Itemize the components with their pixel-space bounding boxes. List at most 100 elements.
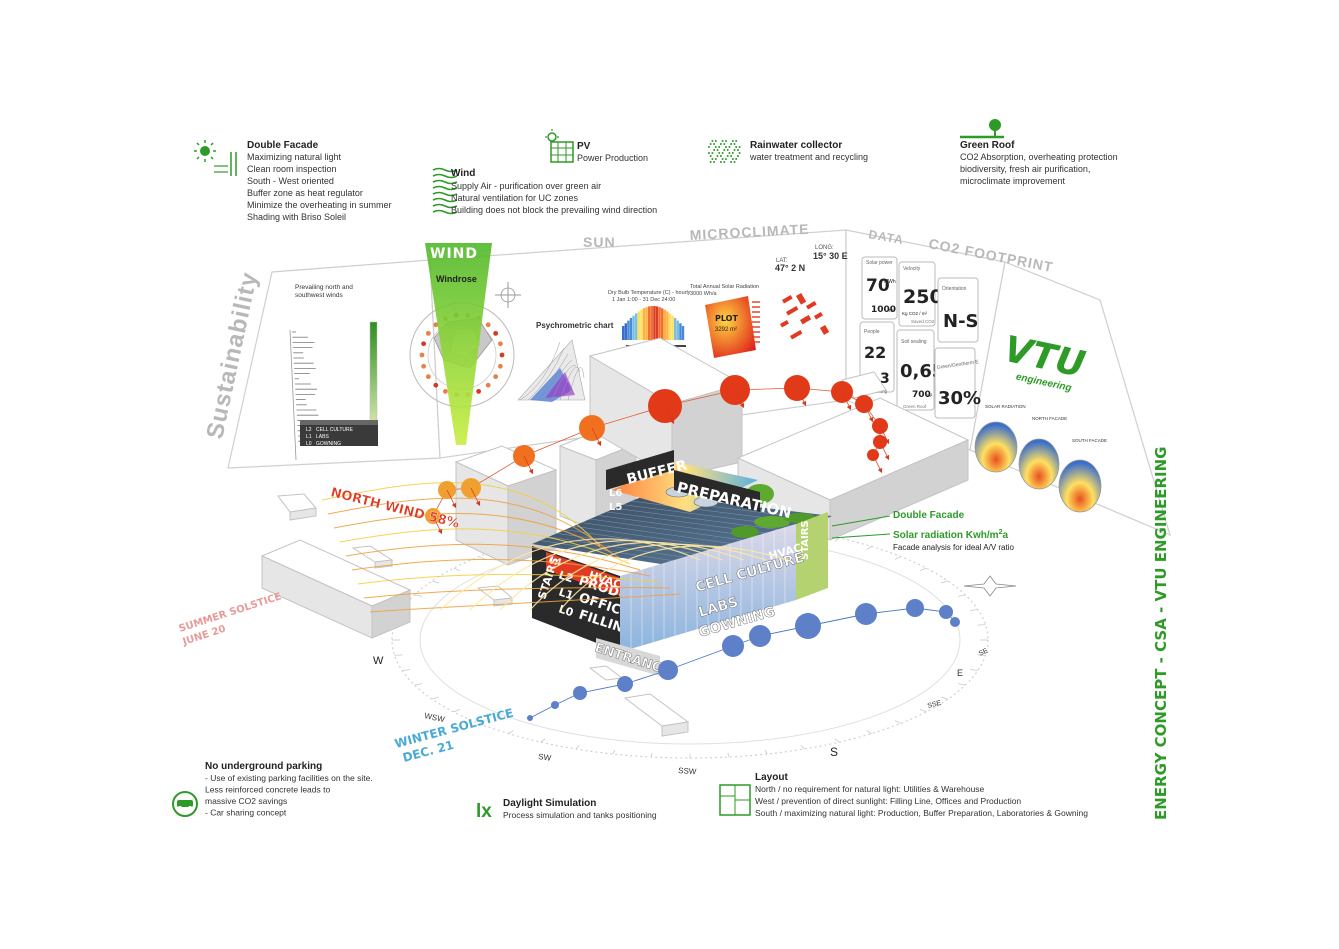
windrose-dot [485, 322, 491, 328]
windrose-dot [419, 352, 425, 358]
ring-tick [941, 696, 949, 700]
ring-tick [977, 654, 986, 656]
legend-line: Buffer zone as heat regulator [247, 188, 363, 198]
callout-solar-radiation-sup: 2 [999, 529, 1003, 536]
dry-bulb-bar [632, 315, 635, 340]
rain-dot [721, 158, 724, 160]
dry-bulb-bar [658, 307, 661, 340]
rain-dot [736, 155, 739, 157]
card-value: N-S [943, 311, 979, 332]
winter-sun-position [527, 715, 533, 721]
windrose-dot [421, 363, 427, 369]
ring-tick [919, 709, 927, 713]
wind-flow-line [357, 573, 661, 585]
wind-arc [499, 541, 745, 611]
dry-bulb-bar [622, 326, 625, 340]
dry-bulb-bar [648, 306, 651, 340]
psychrometric-chart: Psychrometric chart [517, 321, 614, 402]
rain-dot [728, 146, 731, 148]
sun-ray-arrow [470, 487, 481, 507]
site-block [786, 306, 799, 316]
callout-solar-radiation: Solar radiation Kwh/m2a [893, 529, 1008, 541]
entrance-plinth [596, 638, 660, 676]
car-sharing-icon [172, 791, 198, 817]
callout-solar-radiation-suffix: a [1002, 530, 1008, 541]
dry-bulb-bar [645, 307, 648, 340]
sun-ray-arrow [879, 425, 890, 445]
compass-e: E [957, 668, 963, 678]
summer-sun-path [425, 375, 890, 535]
ring-tick [431, 580, 439, 584]
card-label: Solar power [866, 260, 893, 266]
legend-title: Wind [451, 168, 475, 179]
legend-title: Layout [755, 772, 788, 783]
legend-pv: PV Power Production [577, 141, 648, 163]
psychrometric-label: Psychrometric chart [536, 321, 614, 330]
rain-dot [733, 161, 736, 163]
rain-dot [726, 155, 729, 157]
level-label: L5 [609, 502, 622, 513]
prep-sign-back [674, 470, 760, 512]
mini-level: L2 [306, 427, 312, 433]
rain-dot [735, 140, 738, 142]
windrose-label: Windrose [436, 274, 477, 284]
rain-dot [708, 146, 710, 148]
windrose-dot [499, 352, 505, 358]
dry-bulb-bar [671, 315, 674, 340]
wind-flow-line [369, 593, 681, 613]
rain-dot [735, 158, 738, 160]
legend-line: CO2 Absorption, overheating protection [960, 152, 1118, 162]
card-unit-2: m² [927, 393, 933, 398]
rain-dot [730, 155, 733, 157]
sun-ray-arrow [872, 454, 883, 474]
winter-solstice-line-1: WINTER SOLSTICE [393, 706, 515, 751]
rain-dot [738, 146, 741, 148]
sun-ray-arrow [664, 405, 675, 425]
rain-dot [723, 143, 726, 145]
site-block [781, 295, 793, 304]
callout-double-facade: Double Facade [893, 510, 965, 521]
legend-line: Minimize the overheating in summer [247, 200, 392, 210]
winter-sun-position [950, 617, 960, 627]
rain-dot [726, 149, 729, 151]
legend-line: water treatment and recycling [749, 152, 868, 162]
windrose-dot [425, 330, 431, 336]
legend-line: West / prevention of direct sunlight: Fi… [755, 796, 1021, 806]
windrose-dot [493, 330, 499, 336]
ring-tick [957, 683, 966, 686]
rain-dot [733, 143, 736, 145]
pv-row-line [589, 518, 773, 545]
stairs-east-label: STAIRS [800, 520, 811, 560]
ring-tick [764, 749, 768, 755]
legend-title: Daylight Simulation [503, 798, 596, 809]
facade-callouts: Double Facade Solar radiation Kwh/m2a Fa… [831, 510, 1015, 552]
ring-tick [894, 720, 901, 724]
card-label: People [864, 329, 880, 335]
dry-bulb-bar [663, 309, 666, 340]
card-value: 0,65 [900, 361, 944, 382]
card-unit: MWh [884, 279, 896, 285]
dry-bulb-bar [637, 311, 640, 340]
ring-tick [957, 594, 966, 597]
compass-labels: W WSW SW SSW S SSE SE E [373, 647, 990, 776]
prevailing-winds-chart: Prevailing north and southwest winds L2 … [289, 284, 378, 461]
ring-tick [866, 546, 872, 550]
rain-dot [713, 143, 716, 145]
mini-row: LABS [316, 434, 329, 440]
wind-icon [432, 167, 458, 215]
dry-bulb-line-2: 1 Jan 1:00 - 31 Dec 24:00 [612, 297, 675, 303]
plot-label: PLOT [715, 314, 738, 323]
windrose-dot [433, 382, 439, 388]
sun-ray-arrow [863, 403, 874, 423]
windrose-dot [421, 341, 427, 347]
rain-dot [713, 161, 716, 163]
rain-dot [731, 152, 734, 154]
rain-dot [709, 155, 712, 157]
west-level: L0 [557, 602, 575, 619]
rain-dot [711, 152, 714, 154]
ring-tick [402, 669, 410, 671]
card-value: 30% [938, 388, 981, 409]
compass-star-icon [963, 575, 1017, 597]
panel-title-sun: SUN [583, 234, 616, 250]
